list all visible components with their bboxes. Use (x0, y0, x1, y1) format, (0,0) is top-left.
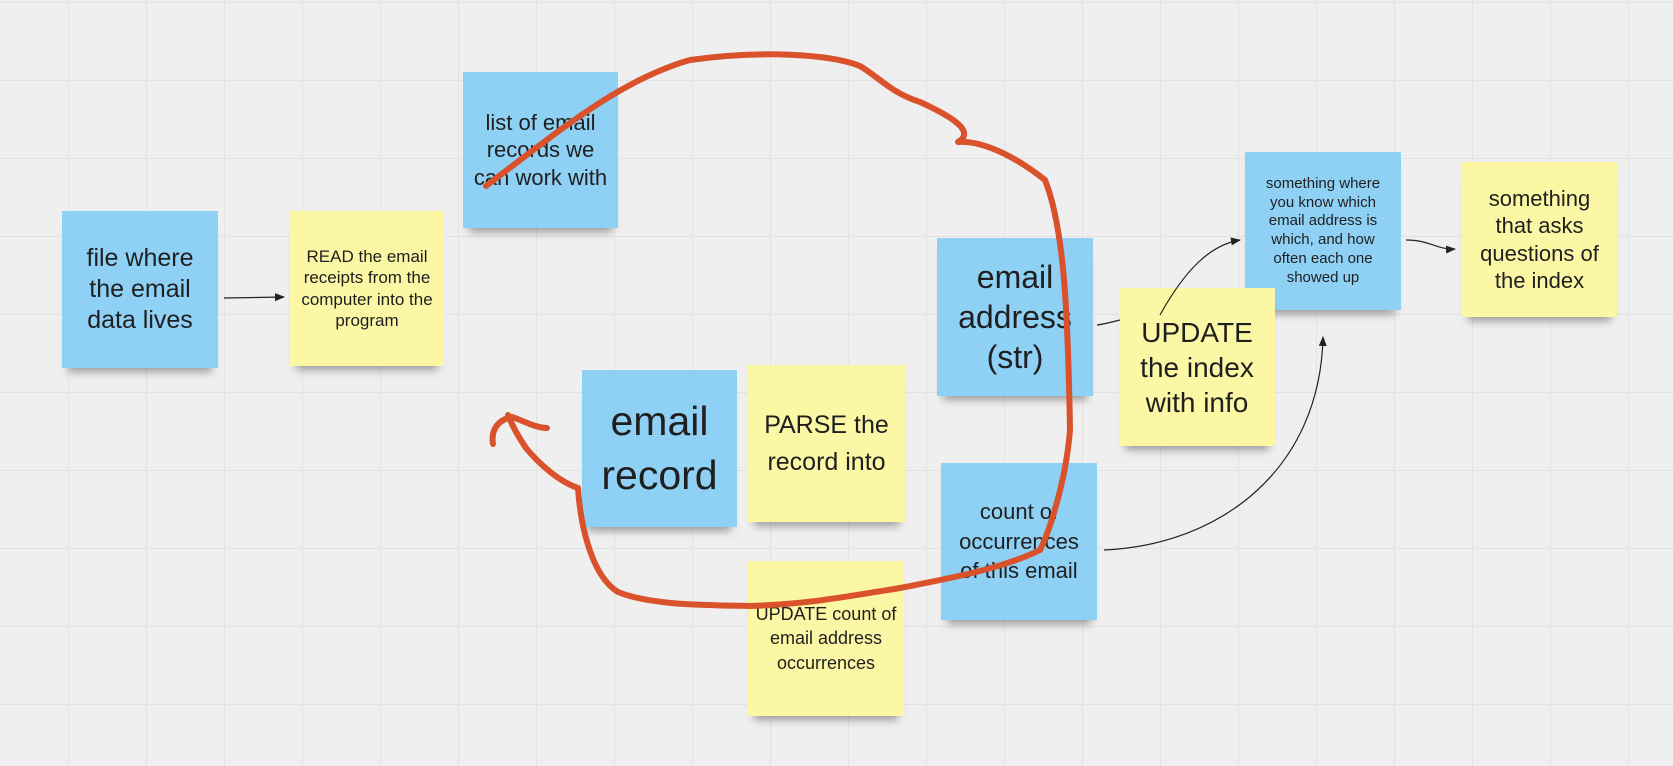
freehand-arrowhead-ink (489, 414, 550, 447)
note-read-step-text: READ the email receipts from the compute… (301, 247, 433, 330)
note-parse-step[interactable]: PARSE the record into (748, 365, 905, 522)
note-email-record[interactable]: email record (582, 370, 737, 527)
note-query-text: something that asks questions of the ind… (1480, 185, 1599, 294)
arrow-index-to-query (1405, 239, 1456, 254)
note-update-index-step-text: UPDATE the index with info (1140, 316, 1254, 418)
note-query[interactable]: something that asks questions of the ind… (1462, 162, 1617, 317)
note-parse-step-text: PARSE the record into (764, 411, 889, 476)
note-occurrence-count-text: count of occurrences of this email (959, 498, 1079, 584)
note-update-count-step[interactable]: UPDATE count of email address occurrence… (748, 561, 904, 716)
note-record-list[interactable]: list of email records we can work with (463, 72, 618, 228)
note-update-index-step[interactable]: UPDATE the index with info (1119, 288, 1275, 446)
note-email-address-text: email address (str) (958, 259, 1072, 375)
note-email-record-text: email record (601, 398, 718, 498)
note-file-source-text: file where the email data lives (86, 243, 194, 335)
note-record-list-text: list of email records we can work with (473, 109, 608, 190)
note-email-address[interactable]: email address (str) (937, 238, 1093, 396)
connector-address-to-update-index (1096, 319, 1121, 326)
arrow-file-to-read (223, 293, 285, 302)
note-index[interactable]: something where you know which email add… (1245, 152, 1401, 310)
note-index-text: something where you know which email add… (1265, 174, 1381, 286)
note-update-count-step-text: UPDATE count of email address occurrence… (755, 604, 897, 673)
note-read-step[interactable]: READ the email receipts from the compute… (290, 211, 444, 366)
note-occurrence-count[interactable]: count of occurrences of this email (941, 463, 1097, 620)
note-file-source[interactable]: file where the email data lives (62, 211, 218, 368)
